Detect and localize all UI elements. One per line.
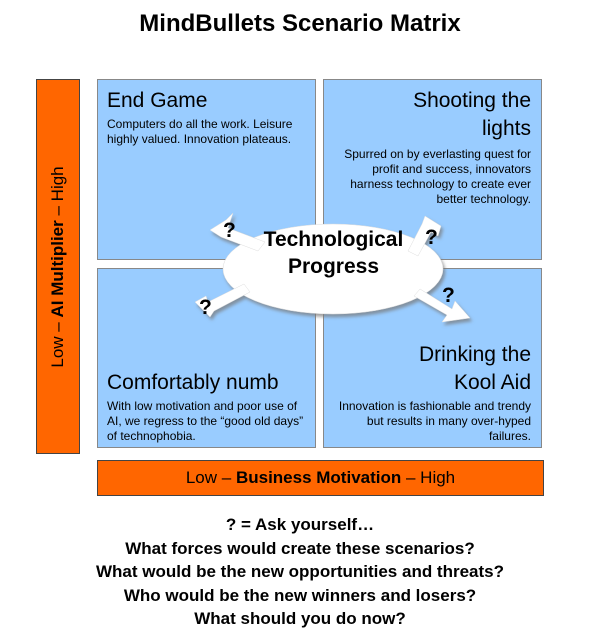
x-axis-high: – High: [406, 468, 456, 487]
diagram-title: MindBullets Scenario Matrix: [139, 10, 461, 37]
center-label-line-2: Progress: [287, 255, 380, 278]
arrow-up-right: [407, 215, 442, 257]
center-label-line-1: Technological: [263, 228, 404, 251]
quadrant-description: Computers do all the work. Leisure highl…: [107, 117, 293, 146]
questions-block: ? = Ask yourself… What forces would crea…: [0, 513, 600, 631]
quadrant-description: With low motivation and poor use of AI, …: [107, 399, 304, 443]
question-mark: ?: [442, 284, 455, 307]
question-line: Who would be the new winners and losers?: [123, 585, 477, 605]
quadrant-title-line-1: Drinking the: [418, 343, 531, 366]
question-line: What forces would create these scenarios…: [125, 538, 475, 558]
center-label: Technological Progress: [226, 226, 441, 326]
quadrant-description: Innovation is fashionable and trendy but…: [338, 399, 531, 443]
progress-ellipse: [222, 223, 444, 315]
x-axis-name: Business Motivation: [235, 468, 402, 487]
question-mark: ?: [199, 296, 212, 319]
arrow-down-left: [194, 283, 251, 318]
question-line: What should you do now?: [194, 609, 406, 628]
quadrant-title: Shooting the lights: [331, 87, 531, 143]
question-mark: ?: [223, 219, 236, 242]
arrow-down-right: [413, 288, 471, 323]
quadrant-title-line-2: lights: [481, 117, 531, 140]
questions-heading: ? = Ask yourself…: [225, 515, 375, 534]
quadrant-title: Comfortably numb: [107, 371, 279, 394]
question-mark: ?: [425, 226, 438, 249]
x-axis-bar: Low – Business Motivation – High: [97, 460, 544, 496]
x-axis-low: Low –: [185, 468, 232, 487]
y-axis-bar: Low – AI Multiplier – High: [36, 79, 80, 454]
arrow-up-left: [209, 212, 266, 252]
quadrant-description: Spurred on by everlasting quest for prof…: [344, 147, 531, 206]
quadrant-title: End Game: [107, 89, 208, 112]
quadrant-title-line-1: Shooting the: [413, 89, 531, 112]
question-line: What would be the new opportunities and …: [96, 562, 504, 581]
quadrant-title-line-2: Kool Aid: [453, 371, 531, 394]
